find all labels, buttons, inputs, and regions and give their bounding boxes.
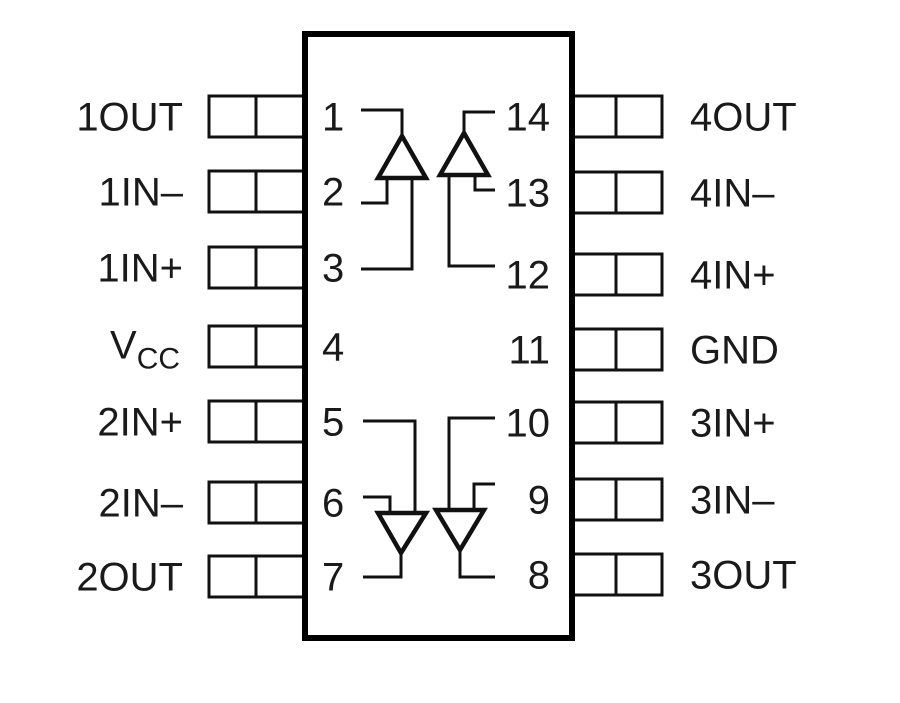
pin12-noninverting-wire bbox=[447, 175, 495, 268]
pin2-inverting-wire bbox=[361, 178, 389, 205]
pin-13: 13 4IN– bbox=[506, 170, 775, 216]
pin-number: 4 bbox=[322, 326, 344, 370]
pin7-output-wire bbox=[363, 553, 403, 579]
pin-number: 5 bbox=[322, 401, 344, 445]
pin8-output-wire bbox=[458, 550, 495, 579]
right-pin-group: 14 4OUT 13 4IN– 12 4IN+ 11 GND 10 3IN+ 9 3IN– 8 3OUT bbox=[506, 94, 797, 598]
pin-number: 10 bbox=[506, 402, 551, 446]
pin-label: 1OUT bbox=[76, 96, 183, 140]
pin-number: 8 bbox=[528, 554, 550, 598]
pin-12: 12 4IN+ bbox=[506, 252, 776, 298]
pin-number: 14 bbox=[506, 96, 551, 140]
pin-label: VCC bbox=[110, 324, 180, 376]
amp-2 bbox=[363, 419, 431, 579]
pin3-noninverting-wire bbox=[361, 178, 414, 271]
pin-number: 11 bbox=[508, 329, 550, 373]
pin-label: 4IN+ bbox=[690, 254, 776, 298]
pin-label-main: V bbox=[110, 324, 137, 368]
ic-body-fill bbox=[305, 34, 572, 638]
pin10-noninverting-wire bbox=[447, 416, 495, 510]
pin-number: 9 bbox=[528, 479, 550, 523]
amp-1-triangle-icon bbox=[374, 131, 430, 181]
pin-14: 14 4OUT bbox=[506, 94, 797, 140]
pin-label: 2IN+ bbox=[97, 401, 183, 445]
pin6-inverting-wire bbox=[363, 495, 392, 513]
pin-number: 3 bbox=[322, 247, 344, 291]
pin-number: 1 bbox=[322, 96, 344, 140]
left-pin-group: 1 1OUT 2 1IN– 3 1IN+ 4 VCC 5 2IN+ 6 2IN– 7 2OUT bbox=[76, 94, 344, 600]
pin-9: 9 3IN– bbox=[528, 477, 775, 523]
pin-10: 10 3IN+ bbox=[506, 400, 776, 446]
amp-3 bbox=[432, 416, 495, 579]
pin-label: 3IN– bbox=[690, 479, 775, 523]
pin-label: 1IN– bbox=[99, 171, 184, 215]
pin-8: 8 3OUT bbox=[528, 552, 797, 598]
pin1-output-wire bbox=[361, 108, 404, 136]
amp-4-triangle-icon bbox=[436, 128, 492, 178]
pin-4: 4 VCC bbox=[110, 324, 344, 376]
pin-number: 6 bbox=[322, 482, 344, 526]
pin-2: 2 1IN– bbox=[99, 169, 344, 215]
pin-3: 3 1IN+ bbox=[97, 245, 344, 291]
amp-1 bbox=[361, 108, 430, 271]
pin-7: 7 2OUT bbox=[76, 554, 344, 600]
pin-number: 12 bbox=[506, 254, 551, 298]
pin-number: 2 bbox=[322, 171, 344, 215]
amp-4 bbox=[436, 110, 495, 268]
pin-number: 7 bbox=[322, 556, 344, 600]
amp-3-triangle-icon bbox=[432, 507, 488, 555]
pin-label: 3OUT bbox=[690, 554, 797, 598]
pin-label-subscript: CC bbox=[137, 343, 180, 376]
pin-label: 1IN+ bbox=[97, 247, 183, 291]
pin13-inverting-wire bbox=[473, 175, 495, 192]
pin-label: GND bbox=[690, 329, 779, 373]
pin-label: 3IN+ bbox=[690, 402, 776, 446]
amp-2-triangle-icon bbox=[374, 510, 431, 558]
ic-body bbox=[302, 31, 575, 641]
pin-label: 4OUT bbox=[690, 96, 797, 140]
pin-6: 6 2IN– bbox=[99, 480, 344, 526]
pin-11: 11 GND bbox=[508, 327, 779, 373]
pin-label: 2IN– bbox=[99, 482, 184, 526]
pin-1: 1 1OUT bbox=[76, 94, 344, 140]
pin-5: 5 2IN+ bbox=[97, 399, 344, 445]
pin9-inverting-wire bbox=[472, 482, 495, 510]
pin14-output-wire bbox=[462, 110, 495, 133]
pin5-noninverting-wire bbox=[363, 419, 417, 513]
pin-number: 13 bbox=[506, 172, 551, 216]
pin-label: 4IN– bbox=[690, 172, 775, 216]
pin-label: 2OUT bbox=[76, 556, 183, 600]
